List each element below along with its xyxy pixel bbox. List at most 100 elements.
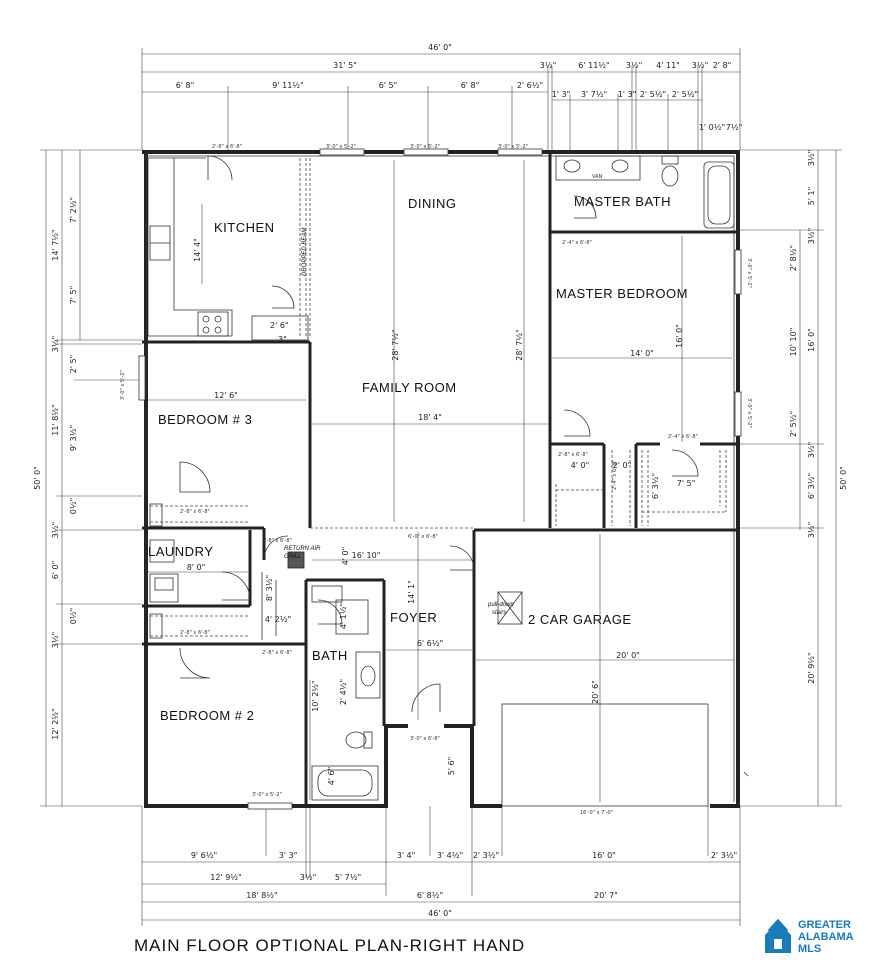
dim-right-r1: 3½"	[807, 150, 816, 167]
dim-hall-b: 8' 3½"	[265, 575, 274, 601]
dim-mb-h: 16' 0"	[675, 324, 684, 348]
west-rooms-fixtures	[149, 461, 289, 679]
room-laundry: LAUNDRY	[148, 544, 213, 559]
dim-top-b4: 2' 5½"	[640, 90, 666, 99]
dim-right-r11: 20' 9½"	[807, 652, 816, 683]
dim-top-r2: 6' 11½"	[578, 61, 609, 70]
dim-top-a2: 9' 11½"	[272, 81, 303, 90]
dim-bath-h: 10' 2½"	[311, 680, 320, 711]
room-bath: BATH	[312, 648, 348, 663]
dim-bottom-c1: 9' 6½"	[191, 851, 217, 860]
lbl-d-br3: 2'-8" x 6'-8"	[180, 509, 210, 515]
hall-bath-fixtures	[261, 551, 441, 801]
kitchen-fixtures	[147, 155, 311, 341]
dim-right-r3: 3½"	[807, 228, 816, 245]
master-closets	[555, 409, 727, 526]
lbl-d-garage: 16'-0" x 7'-0"	[580, 810, 613, 816]
dim-top-overall: 46' 0"	[428, 43, 452, 52]
windows	[138, 148, 742, 810]
dim-dining-h: 28' 7½"	[391, 329, 400, 360]
dim-right-overall: 50' 0"	[839, 466, 848, 490]
room-dining: DINING	[408, 196, 457, 211]
dim-left-l11: 0½"	[69, 608, 78, 625]
dim-top-b1: 1' 3"	[552, 90, 571, 99]
room-kitchen: KITCHEN	[214, 220, 275, 235]
lbl-w-mbr1: 3'-0" x 5'-2"	[746, 258, 752, 288]
dim-left-l13: 12' 2½"	[51, 708, 60, 739]
dim-top-a1: 6' 8"	[176, 81, 195, 90]
dim-n2: 3"	[278, 335, 287, 344]
room-bedroom-2: BEDROOM # 2	[160, 708, 254, 723]
room-master-bath: MASTER BATH	[574, 194, 671, 209]
right-dimensions: 50' 0" 3½" 5' 1" 3½" 2' 8½" 10' 10" 16' …	[740, 149, 848, 807]
dim-left-l5: 2' 5"	[69, 355, 78, 374]
dim-top-r3: 3½"	[626, 61, 643, 70]
opening-labels: 2'-8" x 6'-8" 3'-0" x 5'-2" 3'-0" x 5'-2…	[120, 144, 752, 816]
dim-right-r7: 2' 5½"	[789, 411, 798, 437]
return-air-grill	[287, 551, 305, 569]
lbl-w-mb: 2'-4" x 6'-8"	[562, 240, 592, 246]
dim-top-a4: 6' 8"	[461, 81, 480, 90]
dim-right-r2: 5' 1"	[807, 187, 816, 206]
room-labels: KITCHEN DINING MASTER BATH MASTER BEDROO…	[148, 194, 687, 723]
label-dropped-beam: DROPPED BEAM	[302, 228, 308, 276]
dim-right-r6: 16' 0"	[807, 328, 816, 352]
dim-v44: 4' 0"	[341, 547, 350, 566]
dim-top-b2: 3' 7½"	[581, 90, 607, 99]
lbl-w-br3: 3'-0" x 5'-2"	[120, 370, 126, 400]
dim-bottom-a3: 20' 7"	[594, 891, 618, 900]
interior-dimension-labels: 14' 4" 28' 7½" 28' 7½" 18' 4" 14' 0" 16'…	[187, 238, 696, 785]
dim-left-l9: 3½"	[51, 522, 60, 539]
logo-line-3: MLS	[798, 943, 822, 955]
dim-left-l10: 6' 0"	[51, 561, 60, 580]
dim-top-r4: 4' 11"	[656, 61, 680, 70]
dim-right-r5: 10' 10"	[789, 328, 798, 357]
dim-left-l6: 11' 8½"	[51, 404, 60, 435]
dim-left-l8: 0½"	[69, 498, 78, 515]
dim-foyer-h: 14' 1"	[407, 580, 416, 604]
dim-right-r9: 6' 3½"	[807, 473, 816, 499]
dim-top-r1: 3½"	[540, 61, 557, 70]
dim-top-b5: 2' 5½"	[672, 90, 698, 99]
dim-bottom-b2: 3½"	[300, 873, 317, 882]
dim-porch: 5' 6"	[447, 757, 456, 776]
dim-bottom-overall: 46' 0"	[428, 909, 452, 918]
dim-top-r6: 2' 8"	[713, 61, 732, 70]
dim-fam-h: 28' 7½"	[515, 329, 524, 360]
dim-garage-h: 20' 6"	[591, 680, 600, 704]
dim-top-a3: 6' 5"	[379, 81, 398, 90]
room-foyer: FOYER	[390, 610, 437, 625]
logo-line-2: ALABAMA	[798, 931, 854, 943]
page-title: MAIN FLOOR OPTIONAL PLAN-RIGHT HAND	[134, 936, 526, 955]
dim-top-c2: 7½"	[726, 123, 743, 132]
dim-br3-w: 12' 6"	[214, 391, 238, 400]
dim-hall-w: 16' 10"	[352, 551, 381, 560]
lbl-d-bath: 2'-8" x 6'-8"	[262, 538, 292, 544]
dim-bath-b: 4' 6"	[327, 767, 336, 786]
dim-kitchen-h: 14' 4"	[193, 238, 202, 262]
interior-guides	[148, 160, 734, 802]
lbl-w-din3: 3'-0" x 5'-2"	[498, 144, 528, 150]
dim-left-overall: 50' 0"	[33, 466, 42, 490]
dim-top-r5: 3½"	[692, 61, 709, 70]
logo-text: GREATER ALABAMA MLS	[798, 919, 854, 955]
bottom-dimensions: 46' 0" 18' 8½" 6' 8½" 20' 7" 12' 9½" 3½"…	[141, 806, 741, 926]
dim-bottom-b1: 12' 9½"	[210, 873, 241, 882]
top-dimensions: 46' 0" 31' 5" 3½" 6' 11½" 3½" 4' 11" 3½"…	[141, 43, 743, 150]
lbl-d-closet2: 2'-4" x 6'-8"	[612, 460, 618, 490]
dim-bottom-a2: 6' 8½"	[417, 891, 443, 900]
dim-bottom-c5: 2' 3½"	[473, 851, 499, 860]
dim-bottom-c6: 16' 0"	[592, 851, 616, 860]
dim-top-c1: 1' 0½"	[699, 123, 725, 132]
dim-garage-w: 20' 0"	[616, 651, 640, 660]
dim-bottom-c7: 2' 3½"	[711, 851, 737, 860]
lbl-d-lau: 2'-8" x 6'-8"	[180, 630, 210, 636]
lbl-d-gar: 6'-0" x 6'-8"	[408, 534, 438, 540]
room-family-room: FAMILY ROOM	[362, 380, 457, 395]
dim-left-l1: 7' 2½"	[69, 197, 78, 223]
lbl-d-closet: 2'-8" x 6'-8"	[558, 452, 588, 458]
garage-fixtures	[310, 527, 749, 807]
lbl-d-front: 3'-0" x 6'-8"	[410, 736, 440, 742]
dim-top-left-run: 31' 5"	[333, 61, 357, 70]
